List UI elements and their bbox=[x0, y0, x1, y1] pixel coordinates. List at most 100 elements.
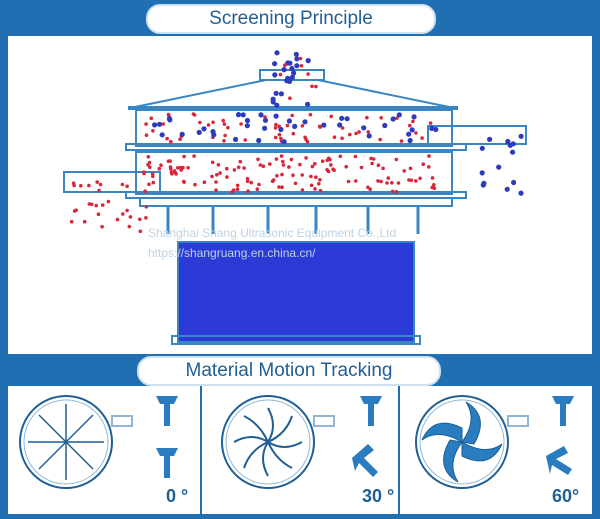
particle bbox=[125, 184, 129, 189]
particle bbox=[280, 185, 284, 189]
particle bbox=[332, 168, 336, 173]
cover-rim bbox=[128, 106, 458, 110]
particle bbox=[314, 84, 318, 89]
particle bbox=[95, 180, 99, 184]
particle bbox=[221, 118, 225, 123]
particle bbox=[348, 132, 352, 137]
particle bbox=[72, 209, 77, 213]
particle bbox=[390, 116, 396, 122]
particle bbox=[210, 160, 215, 165]
particle bbox=[339, 115, 345, 121]
particle bbox=[487, 136, 493, 142]
particle bbox=[432, 183, 436, 187]
particle bbox=[196, 129, 202, 135]
particle bbox=[300, 173, 305, 177]
particle bbox=[181, 165, 185, 170]
particle bbox=[292, 123, 298, 129]
particle bbox=[298, 56, 303, 61]
particle bbox=[385, 181, 389, 185]
particle bbox=[120, 182, 125, 187]
particle bbox=[496, 164, 502, 170]
particle bbox=[286, 118, 292, 124]
particle bbox=[390, 181, 394, 185]
particle bbox=[309, 174, 313, 179]
particle bbox=[182, 154, 186, 159]
particle bbox=[273, 126, 278, 130]
particle bbox=[310, 84, 314, 89]
particle bbox=[201, 126, 207, 132]
particle bbox=[244, 117, 251, 124]
particle bbox=[479, 145, 485, 151]
particle bbox=[407, 137, 413, 144]
particle bbox=[147, 182, 151, 187]
particle bbox=[408, 166, 413, 171]
particle bbox=[279, 136, 283, 141]
particle bbox=[106, 199, 111, 204]
screening-principle-title: Screening Principle bbox=[146, 4, 436, 34]
particle bbox=[277, 132, 282, 137]
particle bbox=[313, 187, 317, 191]
particle bbox=[245, 176, 250, 181]
particle bbox=[192, 154, 196, 158]
particle bbox=[258, 163, 263, 167]
particle bbox=[365, 115, 369, 120]
particle bbox=[408, 123, 412, 128]
particle bbox=[144, 216, 148, 220]
particle bbox=[138, 229, 143, 234]
particle bbox=[284, 78, 290, 84]
particle bbox=[317, 182, 321, 186]
particle bbox=[281, 67, 287, 73]
particle bbox=[226, 125, 230, 130]
particle bbox=[305, 58, 311, 64]
particle bbox=[238, 159, 243, 164]
motion-tracking-panel: 0 ° 30 ° bbox=[8, 386, 592, 514]
particle bbox=[308, 112, 313, 117]
particle bbox=[272, 72, 278, 78]
particle bbox=[193, 182, 197, 187]
particle bbox=[232, 168, 237, 172]
particle bbox=[178, 137, 182, 141]
particle bbox=[313, 162, 317, 166]
particle bbox=[210, 129, 216, 135]
lower-frame bbox=[135, 151, 453, 195]
particle bbox=[291, 131, 296, 136]
particle bbox=[406, 131, 412, 137]
particle bbox=[294, 63, 300, 69]
watermark-company: Shanghai Shang Ultrasonic Equipment Co.,… bbox=[148, 226, 397, 240]
particle bbox=[244, 123, 250, 129]
particle bbox=[249, 180, 253, 185]
divider bbox=[398, 386, 400, 514]
particle bbox=[144, 205, 149, 209]
particle bbox=[353, 154, 358, 159]
motion-cell-60: 60° bbox=[400, 386, 592, 514]
angle-label-0: 0 ° bbox=[166, 486, 189, 506]
particle bbox=[170, 172, 174, 176]
particle bbox=[427, 154, 431, 158]
particle bbox=[418, 176, 422, 181]
particle bbox=[273, 113, 279, 119]
particle bbox=[169, 139, 173, 144]
particle bbox=[225, 166, 229, 171]
particle bbox=[411, 119, 415, 124]
particle bbox=[173, 170, 177, 175]
particle bbox=[366, 185, 370, 190]
particle bbox=[210, 174, 214, 179]
particle bbox=[144, 122, 148, 126]
particle bbox=[288, 96, 292, 100]
particle bbox=[96, 212, 101, 216]
particle bbox=[354, 179, 358, 183]
particle bbox=[338, 154, 343, 159]
particle bbox=[321, 122, 327, 128]
particle bbox=[340, 136, 344, 141]
particle bbox=[291, 173, 295, 177]
particle bbox=[161, 122, 165, 126]
particle bbox=[159, 163, 163, 167]
particle bbox=[71, 181, 76, 185]
particle bbox=[142, 170, 146, 174]
particle bbox=[332, 135, 337, 139]
particle bbox=[214, 180, 218, 184]
particle bbox=[242, 166, 246, 170]
particle bbox=[243, 138, 248, 142]
particle bbox=[128, 215, 133, 219]
particle bbox=[270, 99, 276, 105]
